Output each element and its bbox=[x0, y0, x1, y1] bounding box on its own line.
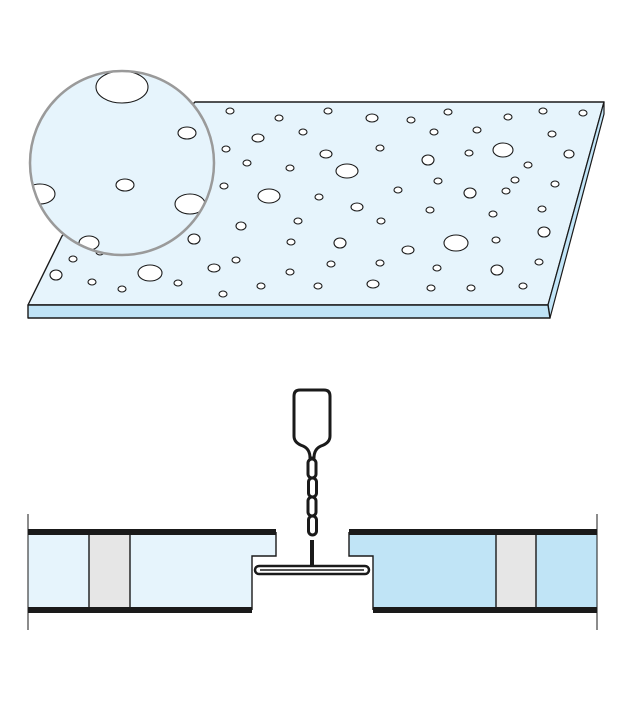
perforation-hole bbox=[376, 217, 386, 225]
perforation-hole bbox=[426, 284, 436, 292]
chain-link bbox=[307, 476, 318, 499]
perforation-hole bbox=[537, 226, 551, 238]
perforation-hole bbox=[463, 187, 477, 199]
perforation-hole bbox=[563, 149, 575, 159]
perforation-hole bbox=[464, 149, 474, 157]
perforation-hole bbox=[503, 113, 513, 121]
left-tile-seal bbox=[89, 532, 130, 610]
perforation-hole bbox=[298, 128, 308, 136]
perforation-hole bbox=[219, 182, 229, 190]
suspension-chain bbox=[306, 457, 318, 537]
perforation-hole bbox=[366, 279, 380, 289]
perforation-hole bbox=[401, 245, 415, 255]
perforation-hole bbox=[285, 268, 295, 276]
perforation-hole bbox=[286, 238, 296, 246]
perforation-hole bbox=[501, 187, 511, 195]
perforation-hole bbox=[492, 142, 514, 158]
perforation-hole bbox=[510, 176, 520, 184]
perforation-hole bbox=[117, 285, 127, 293]
magnifier-fill bbox=[30, 71, 214, 255]
perforation-hole bbox=[547, 130, 557, 138]
perforation-hole bbox=[207, 263, 221, 273]
perforation-hole bbox=[488, 210, 498, 218]
hanger-bracket bbox=[292, 388, 332, 460]
magnified-perforations bbox=[30, 71, 206, 251]
magnified-hole bbox=[115, 178, 135, 192]
perforation-hole bbox=[537, 205, 547, 213]
perforation-hole bbox=[421, 154, 435, 166]
magnifier-detail bbox=[28, 69, 216, 257]
perforation-hole bbox=[491, 236, 501, 244]
perforation-hole bbox=[221, 145, 231, 153]
perforation-hole bbox=[326, 260, 336, 268]
perforation-hole bbox=[578, 109, 588, 117]
perforation-hole bbox=[335, 163, 359, 179]
magnifier-rim bbox=[28, 69, 216, 257]
perforation-hole bbox=[518, 282, 528, 290]
perforation-hole bbox=[274, 114, 284, 122]
perforation-hole bbox=[323, 107, 333, 115]
left-tile-section bbox=[27, 514, 277, 630]
perforation-hole bbox=[218, 290, 228, 298]
perforation-hole bbox=[393, 186, 403, 194]
perforation-hole bbox=[285, 164, 295, 172]
perforation-hole bbox=[235, 221, 247, 231]
perforation-hole bbox=[433, 177, 443, 185]
perforation-hole bbox=[534, 258, 544, 266]
perforation-hole bbox=[49, 269, 63, 281]
chain-link bbox=[306, 457, 318, 480]
perforation-hole bbox=[333, 237, 347, 249]
magnified-hole bbox=[30, 183, 56, 205]
perforation-hole bbox=[251, 133, 265, 143]
perforation-hole bbox=[365, 113, 379, 123]
perforation-hole bbox=[406, 116, 416, 124]
magnified-hole bbox=[95, 71, 149, 104]
perforation-hole bbox=[472, 126, 482, 134]
chain-link bbox=[306, 495, 318, 518]
panel-front-edge bbox=[27, 304, 551, 319]
perforation-hole bbox=[68, 255, 78, 263]
perforation-hole bbox=[173, 279, 183, 287]
panel-perforations bbox=[49, 107, 588, 298]
right-tile-body bbox=[349, 532, 597, 610]
right-tile-seal bbox=[496, 532, 536, 610]
t-bar-profile bbox=[253, 540, 371, 576]
perforation-hole bbox=[313, 282, 323, 290]
perforation-hole bbox=[432, 264, 442, 272]
magnified-hole bbox=[177, 126, 197, 140]
perforation-hole bbox=[187, 233, 201, 245]
perforation-hole bbox=[443, 108, 453, 116]
perforation-hole bbox=[443, 234, 469, 252]
perforation-hole bbox=[538, 107, 548, 115]
perforation-hole bbox=[350, 202, 364, 212]
perforation-hole bbox=[314, 193, 324, 201]
chain-link bbox=[307, 514, 318, 537]
perforation-hole bbox=[87, 278, 97, 286]
perforation-hole bbox=[425, 206, 435, 214]
right-tile-outline bbox=[348, 532, 537, 610]
perforation-hole bbox=[231, 256, 241, 264]
perforation-hole bbox=[137, 264, 163, 282]
perforation-hole bbox=[242, 159, 252, 167]
perforation-hole bbox=[225, 107, 235, 115]
perforation-hole bbox=[319, 149, 333, 159]
right-tile-section bbox=[348, 514, 598, 630]
perforation-hole bbox=[257, 188, 281, 204]
left-tile-body bbox=[28, 532, 276, 610]
perforation-hole bbox=[293, 217, 303, 225]
perforation-hole bbox=[490, 264, 504, 276]
left-tile-outline bbox=[88, 532, 277, 610]
perforation-hole bbox=[523, 161, 533, 169]
perforation-hole bbox=[429, 128, 439, 136]
perforation-hole bbox=[550, 180, 560, 188]
perforation-hole bbox=[256, 282, 266, 290]
perforation-hole bbox=[375, 259, 385, 267]
perforation-hole bbox=[375, 144, 385, 152]
perforation-hole bbox=[466, 284, 476, 292]
